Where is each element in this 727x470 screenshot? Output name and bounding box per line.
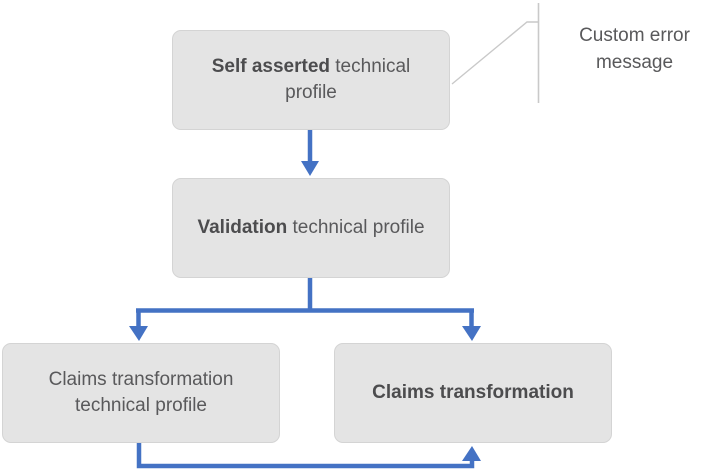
node-self-asserted-label-regular: technical profile xyxy=(285,56,411,103)
annotation-custom-error-message: Custom error message xyxy=(552,23,717,77)
node-claims-transformation[interactable]: Claims transformation xyxy=(334,343,612,443)
node-claims-transformation-label-bold: Claims transformation xyxy=(372,382,574,404)
connector-self-asserted-to-validation xyxy=(301,130,319,176)
node-claims-transformation-label: Claims transformation xyxy=(349,380,597,406)
node-claims-transformation-technical-profile-label: Claims transformation technical profile xyxy=(48,369,234,416)
node-validation-label-bold: Validation xyxy=(197,217,288,239)
node-self-asserted-label: Self asserted technical profile xyxy=(187,54,435,105)
connector-self-asserted-callout xyxy=(451,3,540,103)
node-self-asserted-label-bold: Self asserted xyxy=(211,56,330,78)
node-validation-label: Validation technical profile xyxy=(187,215,435,241)
node-validation-technical-profile[interactable]: Validation technical profile xyxy=(172,178,450,278)
connector-validation-branch xyxy=(129,278,481,341)
annotation-line-2: message xyxy=(595,51,674,73)
node-validation-label-regular: technical profile xyxy=(287,217,425,239)
node-claims-transformation-technical-profile[interactable]: Claims transformation technical profile xyxy=(2,343,280,443)
node-self-asserted-technical-profile[interactable]: Self asserted technical profile xyxy=(172,30,450,130)
annotation-line-1: Custom error xyxy=(579,25,690,46)
connector-claims-left-to-claims-right xyxy=(136,443,481,469)
